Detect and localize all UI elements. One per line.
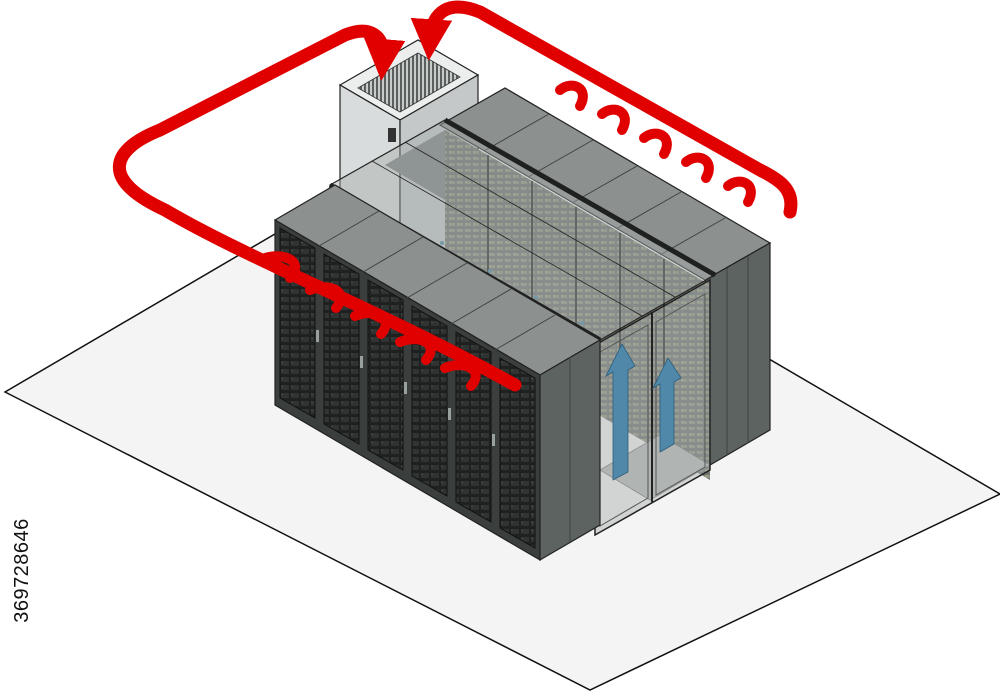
rack-row-back (438, 87, 772, 470)
hot-air-return-right (410, 0, 798, 219)
image-id-text: 369728646 (10, 517, 33, 623)
roof-rail-back (443, 117, 717, 278)
cold-air-arrow-2 (652, 357, 682, 453)
cold-air-arrow-1 (605, 343, 636, 481)
aisle-end-door (594, 278, 711, 537)
image-id-vertical: 369728646 (2, 455, 42, 685)
hot-air-flow (112, 0, 798, 392)
blue-led-markers (440, 241, 584, 325)
